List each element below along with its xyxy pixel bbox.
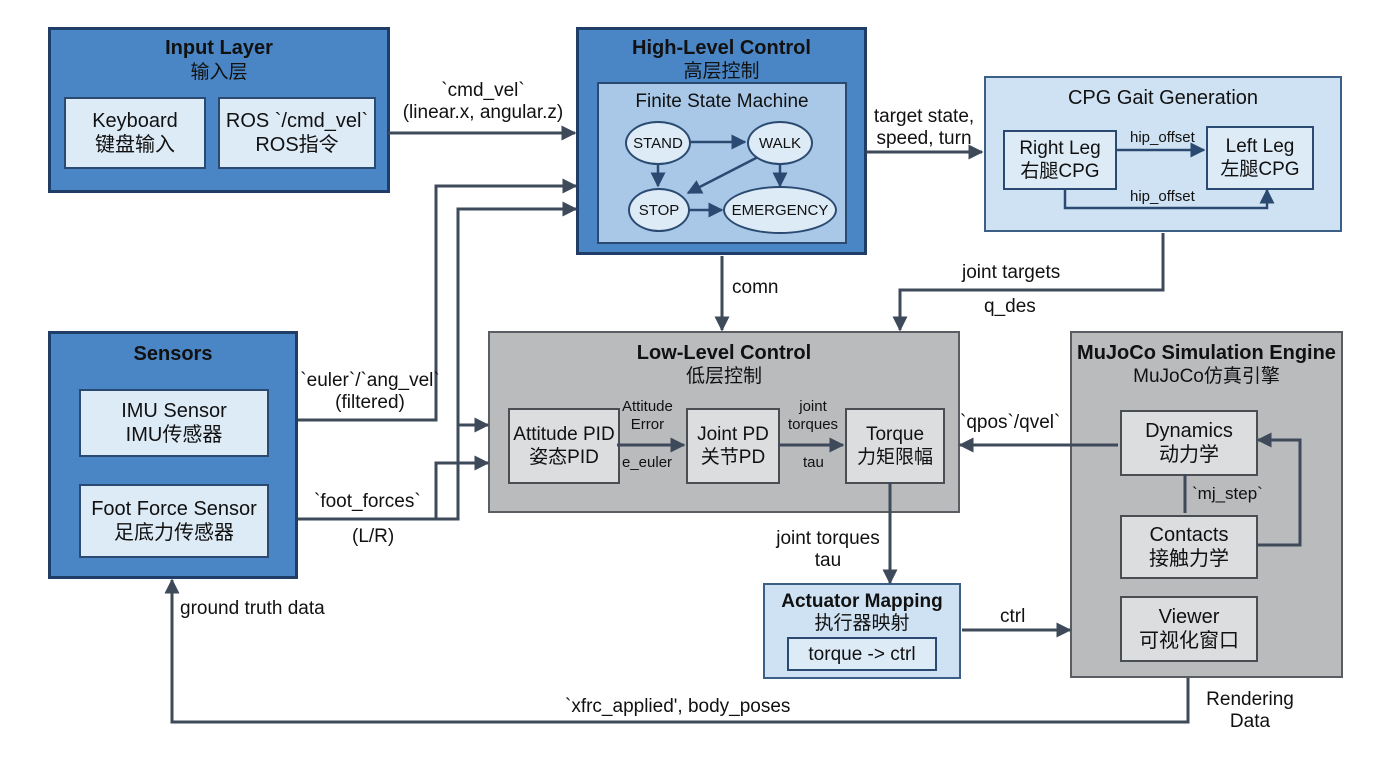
actuator-mapping: Actuator Mapping 执行器映射 torque -> ctrl <box>763 583 961 679</box>
joint-pd-box: Joint PD 关节PD <box>686 408 780 484</box>
joint-pd-label-cn: 关节PD <box>700 447 766 468</box>
foot-forces-lr-label: (L/R) <box>352 526 395 547</box>
high-level-title: High-Level Control <box>632 37 811 59</box>
keyboard-label: Keyboard <box>92 110 178 132</box>
state-stop: STOP <box>628 188 690 232</box>
torque-limit-box: Torque 力矩限幅 <box>845 408 945 484</box>
actuator-subtitle: 执行器映射 <box>814 613 910 634</box>
foot-force-sensor-box: Foot Force Sensor 足底力传感器 <box>79 484 269 558</box>
state-emergency: EMERGENCY <box>723 186 837 234</box>
ros-label: ROS `/cmd_vel` <box>225 110 369 132</box>
right-leg-label: Right Leg <box>1019 138 1101 159</box>
ros-label-cn: ROS指令 <box>255 134 339 156</box>
torque-to-ctrl-box: torque -> ctrl <box>787 637 937 671</box>
joint-torques-line1: joint torques <box>776 528 880 549</box>
contacts-label: Contacts <box>1149 524 1229 546</box>
hip-offset-bottom-label: hip_offset <box>1130 188 1195 205</box>
rendering-data-line2: Data <box>1229 711 1271 732</box>
tau-inner-label: tau <box>803 454 824 471</box>
viewer-label-cn: 可视化窗口 <box>1139 630 1239 652</box>
cmd-vel-line2: (linear.x, angular.z) <box>402 102 564 123</box>
arrow-foot-to-low <box>434 455 490 519</box>
imu-label: IMU Sensor <box>121 400 227 422</box>
dynamics-label-cn: 动力学 <box>1159 444 1219 466</box>
hip-offset-top-label: hip_offset <box>1130 129 1195 146</box>
ground-truth-label: ground truth data <box>180 598 325 619</box>
cpg-title: CPG Gait Generation <box>1067 87 1259 109</box>
left-leg-label-cn: 左腿CPG <box>1220 159 1300 180</box>
xfrc-applied-label: `xfrc_applied', body_poses <box>565 696 791 717</box>
comn-label: comn <box>732 277 779 298</box>
keyboard-label-cn: 键盘输入 <box>95 134 175 156</box>
dynamics-box: Dynamics 动力学 <box>1120 410 1258 476</box>
imu-sensor-box: IMU Sensor IMU传感器 <box>79 389 269 457</box>
attitude-error-label: Attitude Error <box>622 398 673 434</box>
input-layer: Input Layer 输入层 Keyboard 键盘输入 ROS `/cmd_… <box>48 27 390 193</box>
target-state-line1: target state, <box>873 106 975 127</box>
torque-label-cn: 力矩限幅 <box>856 447 933 468</box>
ctrl-label: ctrl <box>1000 606 1026 627</box>
low-level-control: Low-Level Control 低层控制 Attitude PID 姿态PI… <box>488 331 960 513</box>
cpg-gait-generation: CPG Gait Generation Right Leg 右腿CPG Left… <box>984 76 1342 232</box>
state-stand: STAND <box>625 121 691 165</box>
fsm-title: Finite State Machine <box>635 91 809 112</box>
euler-line1: `euler`/`ang_vel` <box>300 370 440 391</box>
high-level-subtitle: 高层控制 <box>683 61 760 82</box>
dynamics-label: Dynamics <box>1145 420 1233 442</box>
mujoco-title: MuJoCo Simulation Engine <box>1077 342 1336 364</box>
mujoco-subtitle: MuJoCo仿真引擎 <box>1133 366 1280 387</box>
ros-box: ROS `/cmd_vel` ROS指令 <box>218 97 376 169</box>
cmd-vel-line1: `cmd_vel` <box>441 80 525 101</box>
attitude-pid-box: Attitude PID 姿态PID <box>508 408 620 484</box>
target-state-label: target state, speed, turn <box>872 106 976 150</box>
foot-force-label-cn: 足底力传感器 <box>114 522 234 544</box>
left-leg-label: Left Leg <box>1225 136 1295 157</box>
joint-torques-line2: tau <box>814 550 842 571</box>
e-euler-label: e_euler <box>622 454 673 471</box>
sensors: Sensors IMU Sensor IMU传感器 Foot Force Sen… <box>48 331 298 579</box>
state-walk: WALK <box>747 121 813 165</box>
torque-to-ctrl-label: torque -> ctrl <box>808 643 916 665</box>
joint-torques-inner-label: joint torques <box>788 398 838 434</box>
input-layer-title: Input Layer <box>165 37 273 59</box>
qpos-label: `qpos`/qvel` <box>960 412 1061 433</box>
target-state-line2: speed, turn <box>876 128 972 149</box>
actuator-title: Actuator Mapping <box>781 591 943 612</box>
foot-forces-label: `foot_forces` <box>314 491 421 512</box>
rendering-data-line1: Rendering <box>1206 689 1294 710</box>
mj-step-label: `mj_step` <box>1192 484 1263 503</box>
keyboard-box: Keyboard 键盘输入 <box>64 97 206 169</box>
joint-pd-label: Joint PD <box>697 424 769 445</box>
right-leg-label-cn: 右腿CPG <box>1020 161 1100 182</box>
input-layer-subtitle: 输入层 <box>190 62 248 83</box>
contacts-box: Contacts 接触力学 <box>1120 515 1258 579</box>
viewer-box: Viewer 可视化窗口 <box>1120 596 1258 662</box>
cmd-vel-label: `cmd_vel` (linear.x, angular.z) <box>398 80 568 124</box>
right-leg-cpg: Right Leg 右腿CPG <box>1003 130 1117 190</box>
euler-label: `euler`/`ang_vel` (filtered) <box>296 370 444 414</box>
low-level-title: Low-Level Control <box>636 342 812 364</box>
contacts-label-cn: 接触力学 <box>1149 548 1229 570</box>
attitude-error-line1: Attitude <box>622 398 673 415</box>
joint-torques-label: joint torques tau <box>770 528 886 572</box>
viewer-label: Viewer <box>1158 606 1220 628</box>
attitude-pid-label: Attitude PID <box>513 424 615 445</box>
rendering-data-label: Rendering Data <box>1200 689 1300 733</box>
euler-line2: (filtered) <box>335 392 405 413</box>
joint-torques-inner-line1: joint <box>799 398 827 415</box>
torque-label: Torque <box>865 424 925 445</box>
sensors-title: Sensors <box>133 343 213 365</box>
q-des-label: q_des <box>984 296 1036 317</box>
attitude-pid-label-cn: 姿态PID <box>529 447 599 468</box>
foot-force-label: Foot Force Sensor <box>91 498 257 520</box>
imu-label-cn: IMU传感器 <box>125 424 223 446</box>
low-level-subtitle: 低层控制 <box>685 366 762 387</box>
joint-targets-label: joint targets <box>962 262 1061 283</box>
left-leg-cpg: Left Leg 左腿CPG <box>1206 126 1314 190</box>
attitude-error-line2: Error <box>630 416 665 433</box>
joint-torques-inner-line2: torques <box>788 416 839 433</box>
